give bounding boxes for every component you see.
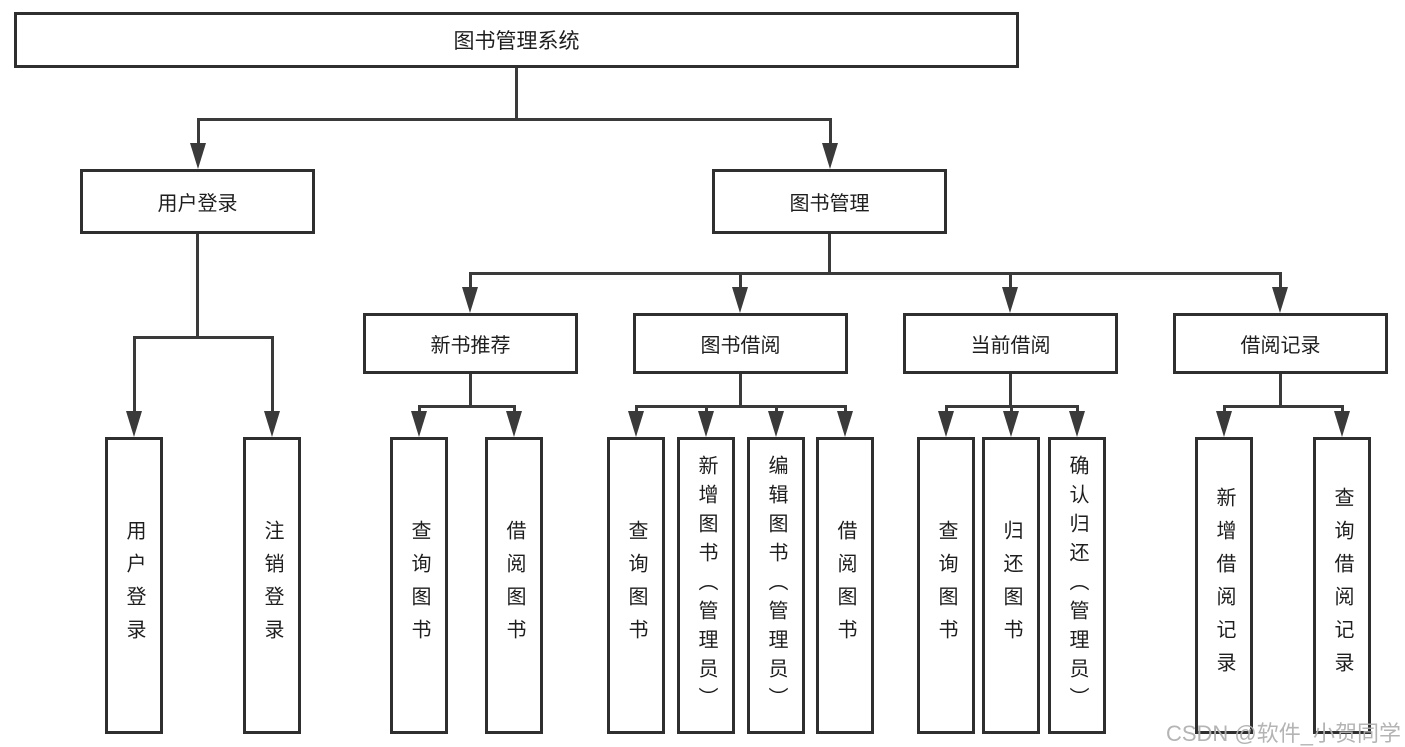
leaf-logout: 注销登录	[243, 437, 301, 734]
node-current-borrow: 当前借阅	[903, 313, 1118, 374]
node-label: 查询借阅记录	[1331, 486, 1353, 685]
node-label: 图书借阅	[700, 335, 781, 357]
arrow-down-icon	[1272, 287, 1288, 313]
connector-recommend-stub	[469, 373, 472, 407]
node-label: 图书管理	[789, 193, 870, 215]
leaf-borrow-books-recommend: 借阅图书	[485, 437, 543, 734]
node-label: 注销登录	[261, 519, 283, 652]
node-label: 查询图书	[408, 519, 430, 652]
connector-drop-line	[513, 405, 516, 413]
connector-drop-line	[739, 272, 742, 289]
leaf-query-books-borrow: 查询图书	[607, 437, 665, 734]
leaf-user-login: 用户登录	[105, 437, 163, 734]
connector-level2-hline	[469, 272, 1282, 275]
connector-drop-line	[1279, 272, 1282, 289]
leaf-add-books-admin: 新增图书（管理员）	[677, 437, 735, 734]
connector-recommend-hline	[418, 405, 516, 408]
node-label: 确认归还（管理员）	[1066, 455, 1088, 716]
csdn-watermark: CSDN @软件_小贺同学	[1165, 721, 1401, 746]
connector-drop-line	[844, 405, 847, 413]
arrow-down-icon	[506, 411, 522, 437]
arrow-down-icon	[462, 287, 478, 313]
arrow-down-icon	[264, 411, 280, 437]
connector-drop-line	[197, 118, 200, 145]
arrow-down-icon	[732, 287, 748, 313]
arrow-down-icon	[1216, 411, 1232, 437]
node-label: 图书管理系统	[453, 30, 580, 53]
node-label: 查询图书	[625, 519, 647, 652]
connector-borrow-stub	[739, 373, 742, 407]
node-label: 借阅图书	[834, 519, 856, 652]
leaf-query-borrow-record: 查询借阅记录	[1313, 437, 1371, 734]
leaf-confirm-return-admin: 确认归还（管理员）	[1048, 437, 1106, 734]
arrow-down-icon	[411, 411, 427, 437]
leaf-borrow-books: 借阅图书	[816, 437, 874, 734]
arrow-down-icon	[1003, 411, 1019, 437]
leaf-add-borrow-record: 新增借阅记录	[1195, 437, 1253, 734]
node-label: 用户登录	[123, 519, 145, 652]
node-book-borrow: 图书借阅	[633, 313, 848, 374]
connector-records-hline	[1223, 405, 1343, 408]
node-borrow-records: 借阅记录	[1173, 313, 1388, 374]
node-user-login: 用户登录	[80, 169, 315, 234]
leaf-edit-books-admin: 编辑图书（管理员）	[747, 437, 805, 734]
connector-book-mgmt-stub	[828, 233, 831, 274]
connector-drop-line	[775, 405, 778, 413]
arrow-down-icon	[1002, 287, 1018, 313]
connector-drop-line	[705, 405, 708, 413]
node-label: 归还图书	[1000, 519, 1022, 652]
node-label: 借阅图书	[503, 519, 525, 652]
node-label: 新增借阅记录	[1213, 486, 1235, 685]
connector-drop-line	[469, 272, 472, 289]
connector-drop-line	[945, 405, 948, 413]
arrow-down-icon	[1069, 411, 1085, 437]
node-label: 新增图书（管理员）	[695, 455, 717, 716]
node-label: 编辑图书（管理员）	[765, 455, 787, 716]
node-label: 当前借阅	[970, 335, 1051, 357]
connector-records-stub	[1279, 373, 1282, 407]
node-label: 借阅记录	[1240, 335, 1321, 357]
connector-drop-line	[1076, 405, 1079, 413]
arrow-down-icon	[1334, 411, 1350, 437]
connector-drop-line	[1223, 405, 1226, 413]
connector-drop-line	[829, 118, 832, 145]
connector-drop-line	[271, 336, 274, 413]
connector-drop-line	[1009, 272, 1012, 289]
connector-user-login-stub	[196, 233, 199, 339]
arrow-down-icon	[628, 411, 644, 437]
connector-drop-line	[133, 336, 136, 413]
node-book-management: 图书管理	[712, 169, 947, 234]
arrow-down-icon	[698, 411, 714, 437]
arrow-down-icon	[938, 411, 954, 437]
connector-borrow-hline	[635, 405, 846, 408]
arrow-down-icon	[837, 411, 853, 437]
arrow-down-icon	[768, 411, 784, 437]
connector-current-stub	[1009, 373, 1012, 407]
leaf-query-books-current: 查询图书	[917, 437, 975, 734]
connector-root-stub	[515, 66, 518, 118]
node-new-book-recommend: 新书推荐	[363, 313, 578, 374]
arrow-down-icon	[822, 143, 838, 169]
node-label: 新书推荐	[430, 335, 511, 357]
connector-drop-line	[1341, 405, 1344, 413]
leaf-query-books-recommend: 查询图书	[390, 437, 448, 734]
connector-user-login-hline	[133, 336, 274, 339]
connector-drop-line	[635, 405, 638, 413]
node-library-system: 图书管理系统	[14, 12, 1019, 68]
node-label: 用户登录	[157, 193, 238, 215]
leaf-return-books: 归还图书	[982, 437, 1040, 734]
connector-drop-line	[1010, 405, 1013, 413]
connector-drop-line	[418, 405, 421, 413]
arrow-down-icon	[190, 143, 206, 169]
connector-level1-hline	[197, 118, 832, 121]
node-label: 查询图书	[935, 519, 957, 652]
arrow-down-icon	[126, 411, 142, 437]
